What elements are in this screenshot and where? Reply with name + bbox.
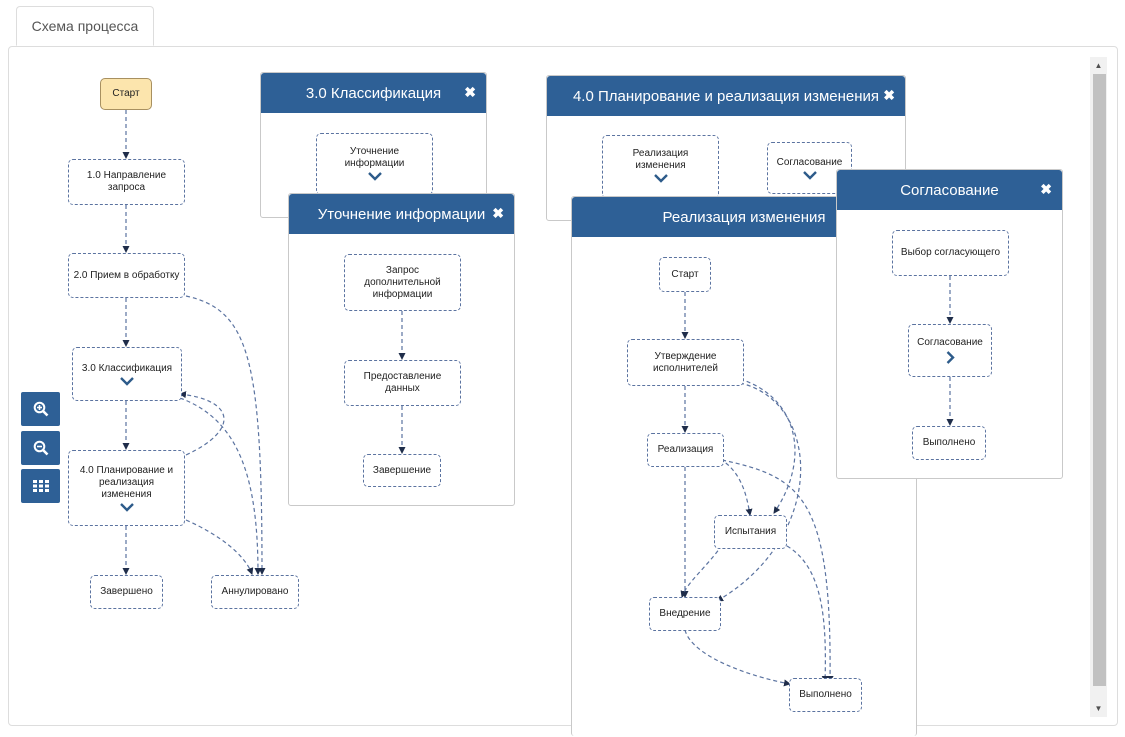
panel-header[interactable]: Согласование ✖: [837, 170, 1062, 210]
chevron-right-icon[interactable]: [946, 351, 955, 364]
node-start[interactable]: Старт: [659, 257, 711, 292]
panel-title: Согласование: [900, 181, 999, 199]
close-icon[interactable]: ✖: [492, 205, 504, 221]
node-label: Внедрение: [659, 608, 711, 619]
node-planning[interactable]: 4.0 Планирование и реализация изменения: [68, 450, 185, 526]
panel-header[interactable]: Уточнение информации ✖: [289, 194, 514, 234]
node-label: Запрос дополнительной информации: [364, 264, 441, 300]
node-label: Аннулировано: [221, 586, 289, 597]
zoom-out-button[interactable]: [21, 431, 60, 465]
node-label: Испытания: [724, 526, 777, 537]
node-label: Выбор согласующего: [900, 247, 1001, 258]
node-label: Выполнено: [799, 689, 852, 700]
panel-clarify-info: Уточнение информации ✖ Запрос дополнител…: [288, 193, 515, 506]
grid-view-button[interactable]: [21, 469, 60, 503]
panel-title: Реализация изменения: [662, 208, 826, 226]
panel-approval: Согласование ✖ Выбор согласующего Соглас…: [836, 169, 1063, 479]
close-icon[interactable]: ✖: [883, 87, 895, 103]
node-approve-executors[interactable]: Утверждение исполнителей: [627, 339, 744, 386]
node-implementation[interactable]: Реализация: [647, 433, 724, 467]
node-impl-change[interactable]: Реализация изменения: [602, 135, 719, 199]
node-label: Предоставление данных: [363, 371, 442, 394]
node-label: Завершение: [372, 464, 432, 476]
scroll-up-icon[interactable]: ▲: [1094, 61, 1103, 70]
node-done[interactable]: Выполнено: [789, 678, 862, 712]
node-done[interactable]: Выполнено: [912, 426, 986, 460]
node-cancelled[interactable]: Аннулировано: [211, 575, 299, 609]
panel-header[interactable]: 4.0 Планирование и реализация изменения …: [547, 76, 905, 116]
tab-label: Схема процесса: [31, 18, 139, 34]
chevron-down-icon[interactable]: [119, 502, 134, 512]
node-finish[interactable]: Завершение: [363, 454, 441, 487]
node-label: Реализация: [657, 444, 714, 455]
chevron-down-icon[interactable]: [802, 170, 817, 180]
zoom-in-button[interactable]: [21, 392, 60, 426]
node-label: Старт: [112, 88, 140, 99]
node-label: Выполнено: [922, 437, 976, 448]
node-label: Уточнение информации: [344, 146, 405, 169]
zoom-out-icon: [33, 440, 48, 456]
grid-icon: [32, 480, 49, 492]
node-deployment[interactable]: Внедрение: [649, 597, 721, 631]
node-label: Согласование: [917, 337, 983, 348]
node-label: Реализация изменения: [632, 148, 689, 171]
panel-title: Уточнение информации: [317, 205, 486, 223]
node-label: 1.0 Направление запроса: [86, 170, 167, 193]
node-label: Старт: [671, 268, 699, 280]
node-intake[interactable]: 2.0 Прием в обработку: [68, 253, 185, 298]
scroll-down-icon[interactable]: ▼: [1094, 704, 1103, 713]
node-choose-approver[interactable]: Выбор согласующего: [892, 230, 1009, 276]
tab-process-scheme[interactable]: Схема процесса: [16, 6, 154, 46]
chevron-down-icon[interactable]: [120, 376, 134, 386]
node-clarify-info[interactable]: Уточнение информации: [316, 133, 433, 195]
panel-title: 3.0 Классификация: [305, 84, 442, 102]
close-icon[interactable]: ✖: [1040, 181, 1052, 197]
node-label: Согласование: [776, 156, 843, 168]
scrollbar-thumb[interactable]: [1093, 74, 1106, 686]
node-provide-data[interactable]: Предоставление данных: [344, 360, 461, 406]
node-classification[interactable]: 3.0 Классификация: [72, 347, 182, 401]
node-label: Утверждение исполнителей: [653, 350, 718, 374]
node-label: 4.0 Планирование и реализация изменения: [79, 464, 174, 500]
node-request-info[interactable]: Запрос дополнительной информации: [344, 254, 461, 311]
node-approval[interactable]: Согласование: [908, 324, 992, 377]
close-icon[interactable]: ✖: [464, 84, 476, 100]
node-completed[interactable]: Завершено: [90, 575, 163, 609]
node-direction[interactable]: 1.0 Направление запроса: [68, 159, 185, 205]
zoom-in-icon: [33, 401, 48, 417]
chevron-down-icon[interactable]: [367, 172, 382, 181]
node-label: 2.0 Прием в обработку: [73, 269, 180, 281]
node-label: 3.0 Классификация: [81, 362, 173, 374]
node-testing[interactable]: Испытания: [714, 515, 787, 549]
node-start[interactable]: Старт: [100, 78, 152, 110]
node-label: Завершено: [100, 586, 153, 597]
panel-header[interactable]: 3.0 Классификация ✖: [261, 73, 486, 113]
chevron-down-icon[interactable]: [653, 174, 668, 183]
panel-title: 4.0 Планирование и реализация изменения: [572, 87, 880, 105]
